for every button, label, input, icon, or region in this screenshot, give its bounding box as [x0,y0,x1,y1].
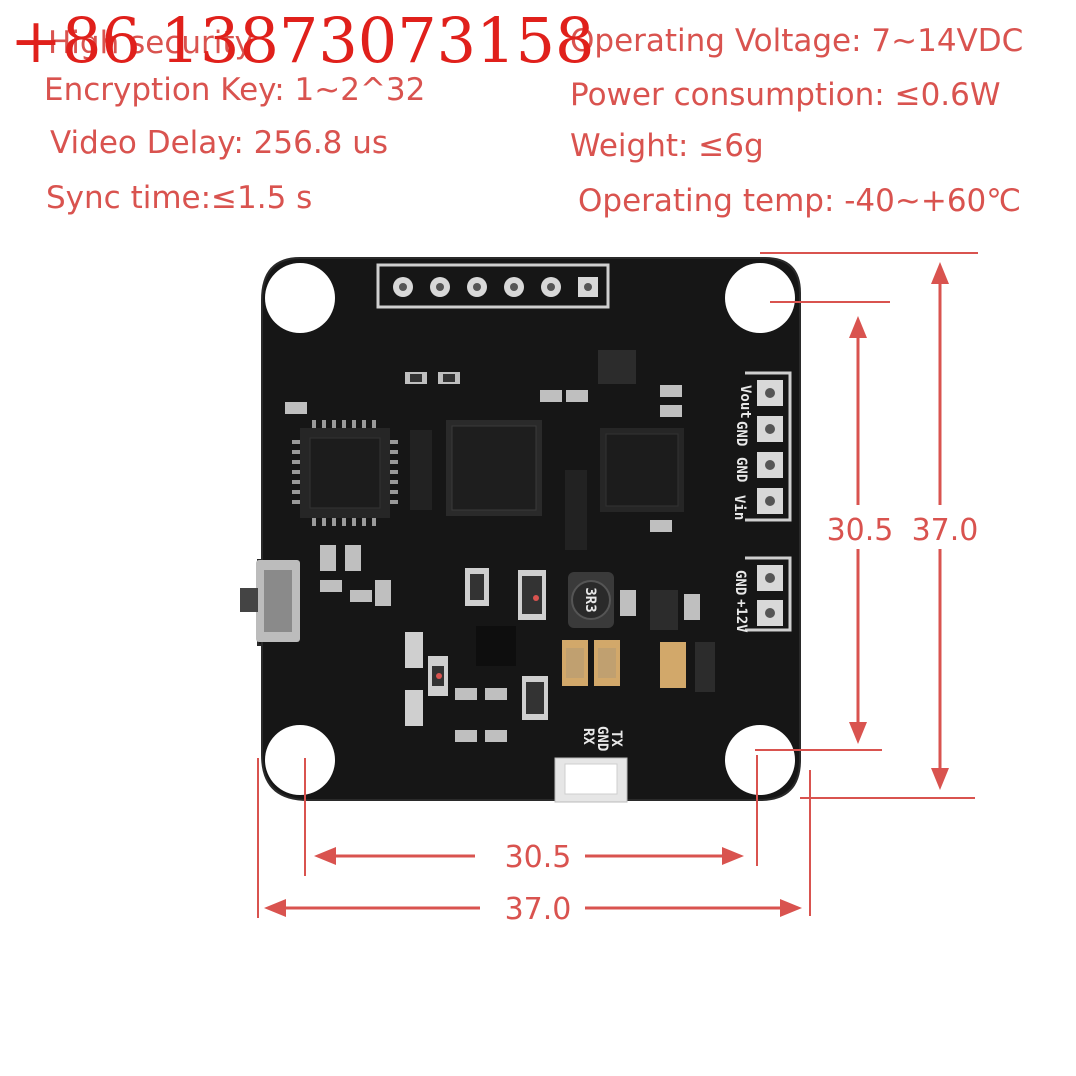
uart-labels: TX GND RX [580,726,624,751]
dimension-lines [257,252,978,918]
right-power-pads [745,556,792,632]
uart-label-rx: RX [580,728,596,745]
spec-operating-voltage: Operating Voltage: 7~14VDC [570,23,1024,59]
small-ic-strips [410,430,587,550]
pin-labels-right: Vout GND GND Vin [731,385,753,520]
phone-number-overlay: +86 13873073158 [10,4,595,77]
pin-label-vin: Vin [731,495,747,520]
power-label-gnd: GND [732,570,748,595]
spec-video-delay: Video Delay: 256.8 us [50,125,389,161]
chip-pins [292,420,398,526]
chip-center [446,420,542,516]
mount-hole-bottom-right [725,725,795,795]
dim-horizontal-inner: 30.5 [314,840,744,875]
chip-left [300,428,390,518]
right-signal-pads [745,371,792,522]
spec-operating-temp: Operating temp: -40~+60℃ [578,183,1022,219]
uart-label-gnd: GND [594,726,610,751]
inductor-mark: 3R3 [582,587,598,612]
dim-vertical-inner: 30.5 [826,316,893,744]
uart-label-tx: TX [608,730,624,747]
pin-label-gnd-1: GND [733,421,749,446]
mount-hole-top-left [265,263,335,333]
dim-label-horizontal-outer: 37.0 [505,892,572,927]
dim-label-vertical-outer: 37.0 [912,513,979,548]
spec-power-consumption: Power consumption: ≤0.6W [570,77,1001,113]
dim-vertical-outer: 37.0 [906,262,982,790]
top-pin-header [376,263,610,309]
mount-hole-top-right [725,263,795,333]
dim-label-vertical-inner: 30.5 [827,513,894,548]
spec-sync-time: Sync time:≤1.5 s [46,180,313,216]
spec-encryption-key: Encryption Key: 1~2^32 [44,72,426,108]
inductor: 3R3 [568,572,614,628]
mount-hole-bottom-left [265,725,335,795]
dim-horizontal-outer: 37.0 [264,892,802,927]
chip-right [600,428,684,512]
power-labels: GND +12V [732,570,749,633]
slide-switch [240,560,300,642]
spec-security: High security [48,25,253,61]
uart-connector [554,757,628,803]
power-label-12v: +12V [733,599,749,633]
pin-label-vout: Vout [737,385,753,419]
smd-components [285,350,715,742]
spec-weight: Weight: ≤6g [570,128,764,164]
dim-label-horizontal-inner: 30.5 [505,840,572,875]
pin-label-gnd-2: GND [733,457,749,482]
